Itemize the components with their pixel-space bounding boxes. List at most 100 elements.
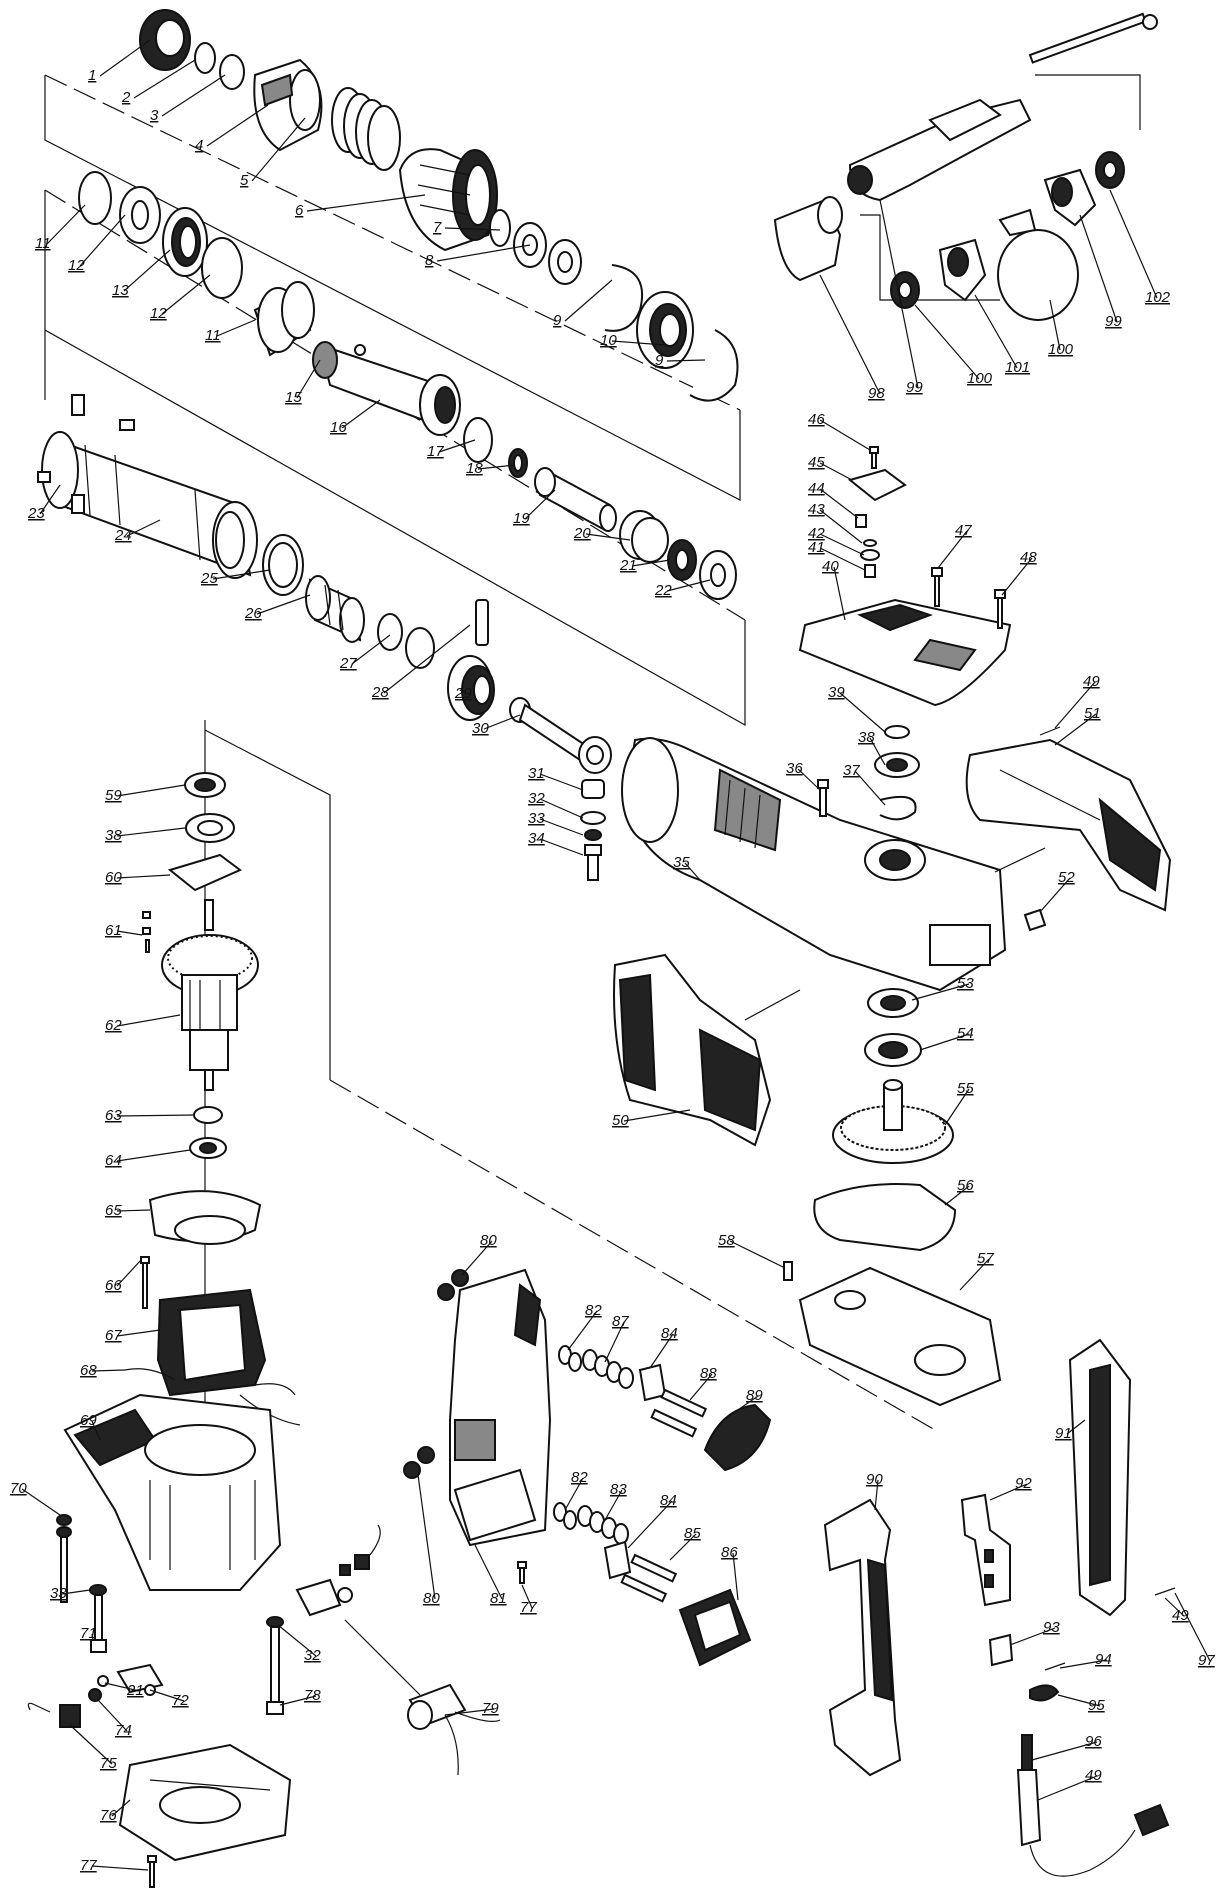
part-number-4: 4 [195, 137, 203, 154]
part-number-83: 83 [610, 1481, 627, 1498]
leader-line-7 [444, 227, 501, 231]
leader-line-97 [1174, 1592, 1211, 1662]
part-number-89: 89 [746, 1387, 763, 1404]
part-number-49: 49 [1085, 1767, 1102, 1784]
leader-line-50 [623, 1109, 691, 1122]
part-57-gear-cover [798, 1266, 1002, 1407]
part-number-39: 39 [828, 684, 845, 701]
part-number-12: 12 [150, 305, 167, 322]
leader-line-67 [116, 1329, 161, 1337]
part-29-bushing [447, 655, 495, 721]
part-22-washer-inner [710, 563, 726, 587]
part-number-92: 92 [1015, 1475, 1032, 1492]
part-23-pin [37, 394, 135, 514]
leader-line-35 [684, 862, 701, 881]
part-number-87: 87 [612, 1313, 629, 1330]
leader-line-72 [149, 1689, 185, 1702]
part-86-damper [678, 1588, 752, 1667]
leader-line-34 [539, 838, 584, 856]
part-33-washer-b [89, 1584, 107, 1596]
leader-line-41 [819, 547, 866, 571]
part-number-6: 6 [295, 202, 304, 219]
part-number-13: 13 [112, 282, 129, 299]
part-number-99: 99 [906, 379, 923, 396]
part-11-sleeve [253, 281, 315, 357]
leader-line-92 [989, 1483, 1028, 1501]
leader-line-3 [161, 74, 226, 117]
part-49-screw-c [1044, 1662, 1066, 1671]
leader-line-59 [116, 784, 186, 797]
part-number-40: 40 [822, 558, 839, 575]
part-number-21: 21 [126, 1682, 144, 1699]
leader-line-66 [116, 1259, 142, 1287]
part-49-screw-a [1039, 726, 1061, 736]
leader-line-68 [91, 1369, 126, 1372]
leader-line-48 [1001, 557, 1033, 596]
part-number-16: 16 [330, 419, 347, 436]
leader-line-91 [1066, 1419, 1086, 1435]
part-65-baffle [148, 1190, 262, 1245]
part-number-59: 59 [105, 787, 122, 804]
part-25-o-ring-inner [268, 542, 298, 588]
part-number-26: 26 [244, 605, 262, 622]
part-number-96: 96 [1085, 1733, 1102, 1750]
part-number-100: 100 [1048, 341, 1074, 358]
part-80-cap-d [403, 1461, 421, 1479]
part-5-spring [331, 87, 401, 171]
leader-line-49 [1037, 1775, 1098, 1801]
leader-line-27 [351, 634, 391, 665]
part-number-32: 32 [304, 1647, 321, 1664]
leader-line-32 [539, 798, 584, 819]
leader-line-52 [1039, 877, 1071, 913]
leader-line-82 [564, 1477, 584, 1511]
leader-line-10 [611, 340, 666, 346]
part-77-screw [147, 1855, 157, 1888]
part-6-cylinder-housing [398, 148, 498, 252]
part-27-o-ring-b [405, 627, 435, 669]
part-number-32: 32 [528, 790, 545, 807]
part-number-65: 65 [105, 1202, 122, 1219]
handle-group [823, 1338, 1176, 1877]
part-18-ring-inner [513, 454, 523, 472]
part-40-top-cover [798, 598, 1012, 707]
part-number-44: 44 [808, 480, 825, 497]
leader-line-80 [417, 1474, 436, 1600]
part-72-brush-assembly [295, 1524, 381, 1617]
leader-line-55 [944, 1088, 970, 1126]
part-52-clip [1023, 908, 1047, 932]
part-34-bolt [584, 844, 602, 881]
part-number-72: 72 [172, 1692, 189, 1709]
part-number-95: 95 [1088, 1697, 1105, 1714]
part-63-washer [193, 1106, 223, 1124]
part-number-85: 85 [684, 1525, 701, 1542]
part-38-bearing [874, 752, 920, 778]
leader-line-11 [216, 319, 256, 337]
part-3-ring [219, 54, 245, 90]
part-84-plate-upper [638, 1363, 667, 1402]
part-number-45: 45 [808, 454, 825, 471]
part-80-cap-c [417, 1446, 435, 1464]
part-number-47: 47 [955, 522, 972, 539]
leader-line-33 [61, 1589, 91, 1595]
part-42-washer [860, 549, 880, 561]
leader-line-44 [819, 488, 859, 519]
part-2-ring [194, 42, 216, 74]
leader-line-100 [914, 304, 980, 380]
part-53-bearing [867, 988, 919, 1018]
leader-line-100 [1049, 299, 1061, 351]
part-10-bearing [636, 291, 694, 369]
leader-line-21 [104, 1682, 140, 1692]
part-49-screw-b [1154, 1587, 1176, 1596]
leader-line-29 [459, 689, 468, 695]
part-number-17: 17 [427, 443, 444, 460]
part-number-19: 19 [513, 510, 530, 527]
part-number-27: 27 [339, 655, 357, 672]
leader-line-87 [604, 1321, 625, 1363]
part-99-nut-b [1095, 151, 1125, 189]
leader-line-20 [585, 533, 631, 541]
part-50-side-cover-left [613, 953, 772, 1147]
leader-line-42 [819, 533, 865, 556]
part-66-screw [140, 1256, 150, 1309]
leader-line-70 [21, 1488, 61, 1516]
part-80-cap-b [437, 1283, 455, 1301]
